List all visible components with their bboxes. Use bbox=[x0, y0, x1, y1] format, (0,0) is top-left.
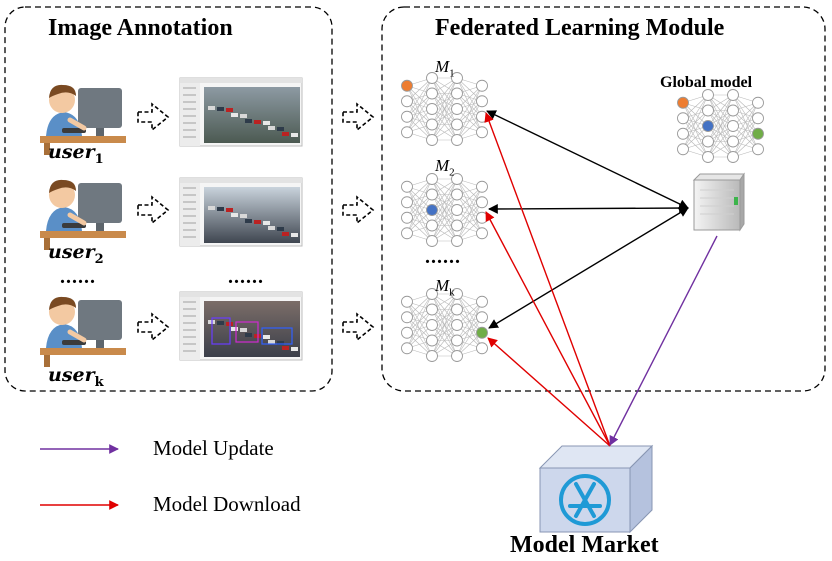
dashed-arrow-icon bbox=[137, 102, 170, 132]
federated-learning-title: Federated Learning Module bbox=[435, 15, 725, 41]
dashed-arrow-icon bbox=[342, 102, 375, 132]
annotation-screenshot bbox=[179, 177, 303, 247]
sync-arrow-model-2 bbox=[488, 203, 689, 214]
annotation-screenshot bbox=[179, 291, 303, 361]
user-illustration bbox=[40, 296, 126, 367]
image-annotation-title: Image Annotation bbox=[48, 15, 233, 41]
server-icon bbox=[692, 172, 745, 232]
user-label-1: user1 bbox=[48, 141, 104, 167]
sync-arrow-model-k bbox=[488, 207, 689, 329]
download-arrow-model-1 bbox=[484, 112, 611, 447]
federated-learning-panel bbox=[381, 6, 826, 392]
image-annotation-panel bbox=[4, 6, 333, 392]
download-arrow-model-k bbox=[487, 337, 611, 447]
network-model-2 bbox=[401, 173, 488, 247]
model-market-title: Model Market bbox=[510, 532, 659, 558]
sync-arrow-model-1 bbox=[486, 110, 689, 209]
users-ellipsis: ...... bbox=[60, 266, 96, 288]
screens-ellipsis: ...... bbox=[228, 266, 264, 288]
annotation-screenshot bbox=[179, 77, 303, 147]
models-ellipsis: ...... bbox=[425, 246, 461, 268]
model-market-box bbox=[538, 444, 654, 534]
app-store-icon bbox=[559, 474, 611, 526]
download-arrow-model-2 bbox=[485, 211, 611, 447]
model-label-2: M2 bbox=[435, 156, 455, 179]
dashed-arrow-icon bbox=[137, 195, 170, 225]
network-global-model bbox=[677, 89, 764, 163]
network-model-1 bbox=[401, 72, 488, 146]
model-label-1: M1 bbox=[435, 57, 455, 80]
legend-model-download: Model Download bbox=[153, 492, 301, 516]
model-label-k: Mk bbox=[435, 276, 455, 299]
user-illustration bbox=[40, 84, 126, 155]
user-label-k: userk bbox=[48, 364, 104, 390]
network-model-k bbox=[401, 288, 488, 362]
user-illustration bbox=[40, 179, 126, 250]
legend-model-update: Model Update bbox=[153, 436, 274, 460]
global-model-label: Global model bbox=[660, 74, 753, 91]
dashed-arrow-icon bbox=[342, 312, 375, 342]
update-arrow-market bbox=[609, 235, 718, 446]
dashed-arrow-icon bbox=[137, 312, 170, 342]
user-label-2: user2 bbox=[48, 241, 104, 267]
dashed-arrow-icon bbox=[342, 195, 375, 225]
